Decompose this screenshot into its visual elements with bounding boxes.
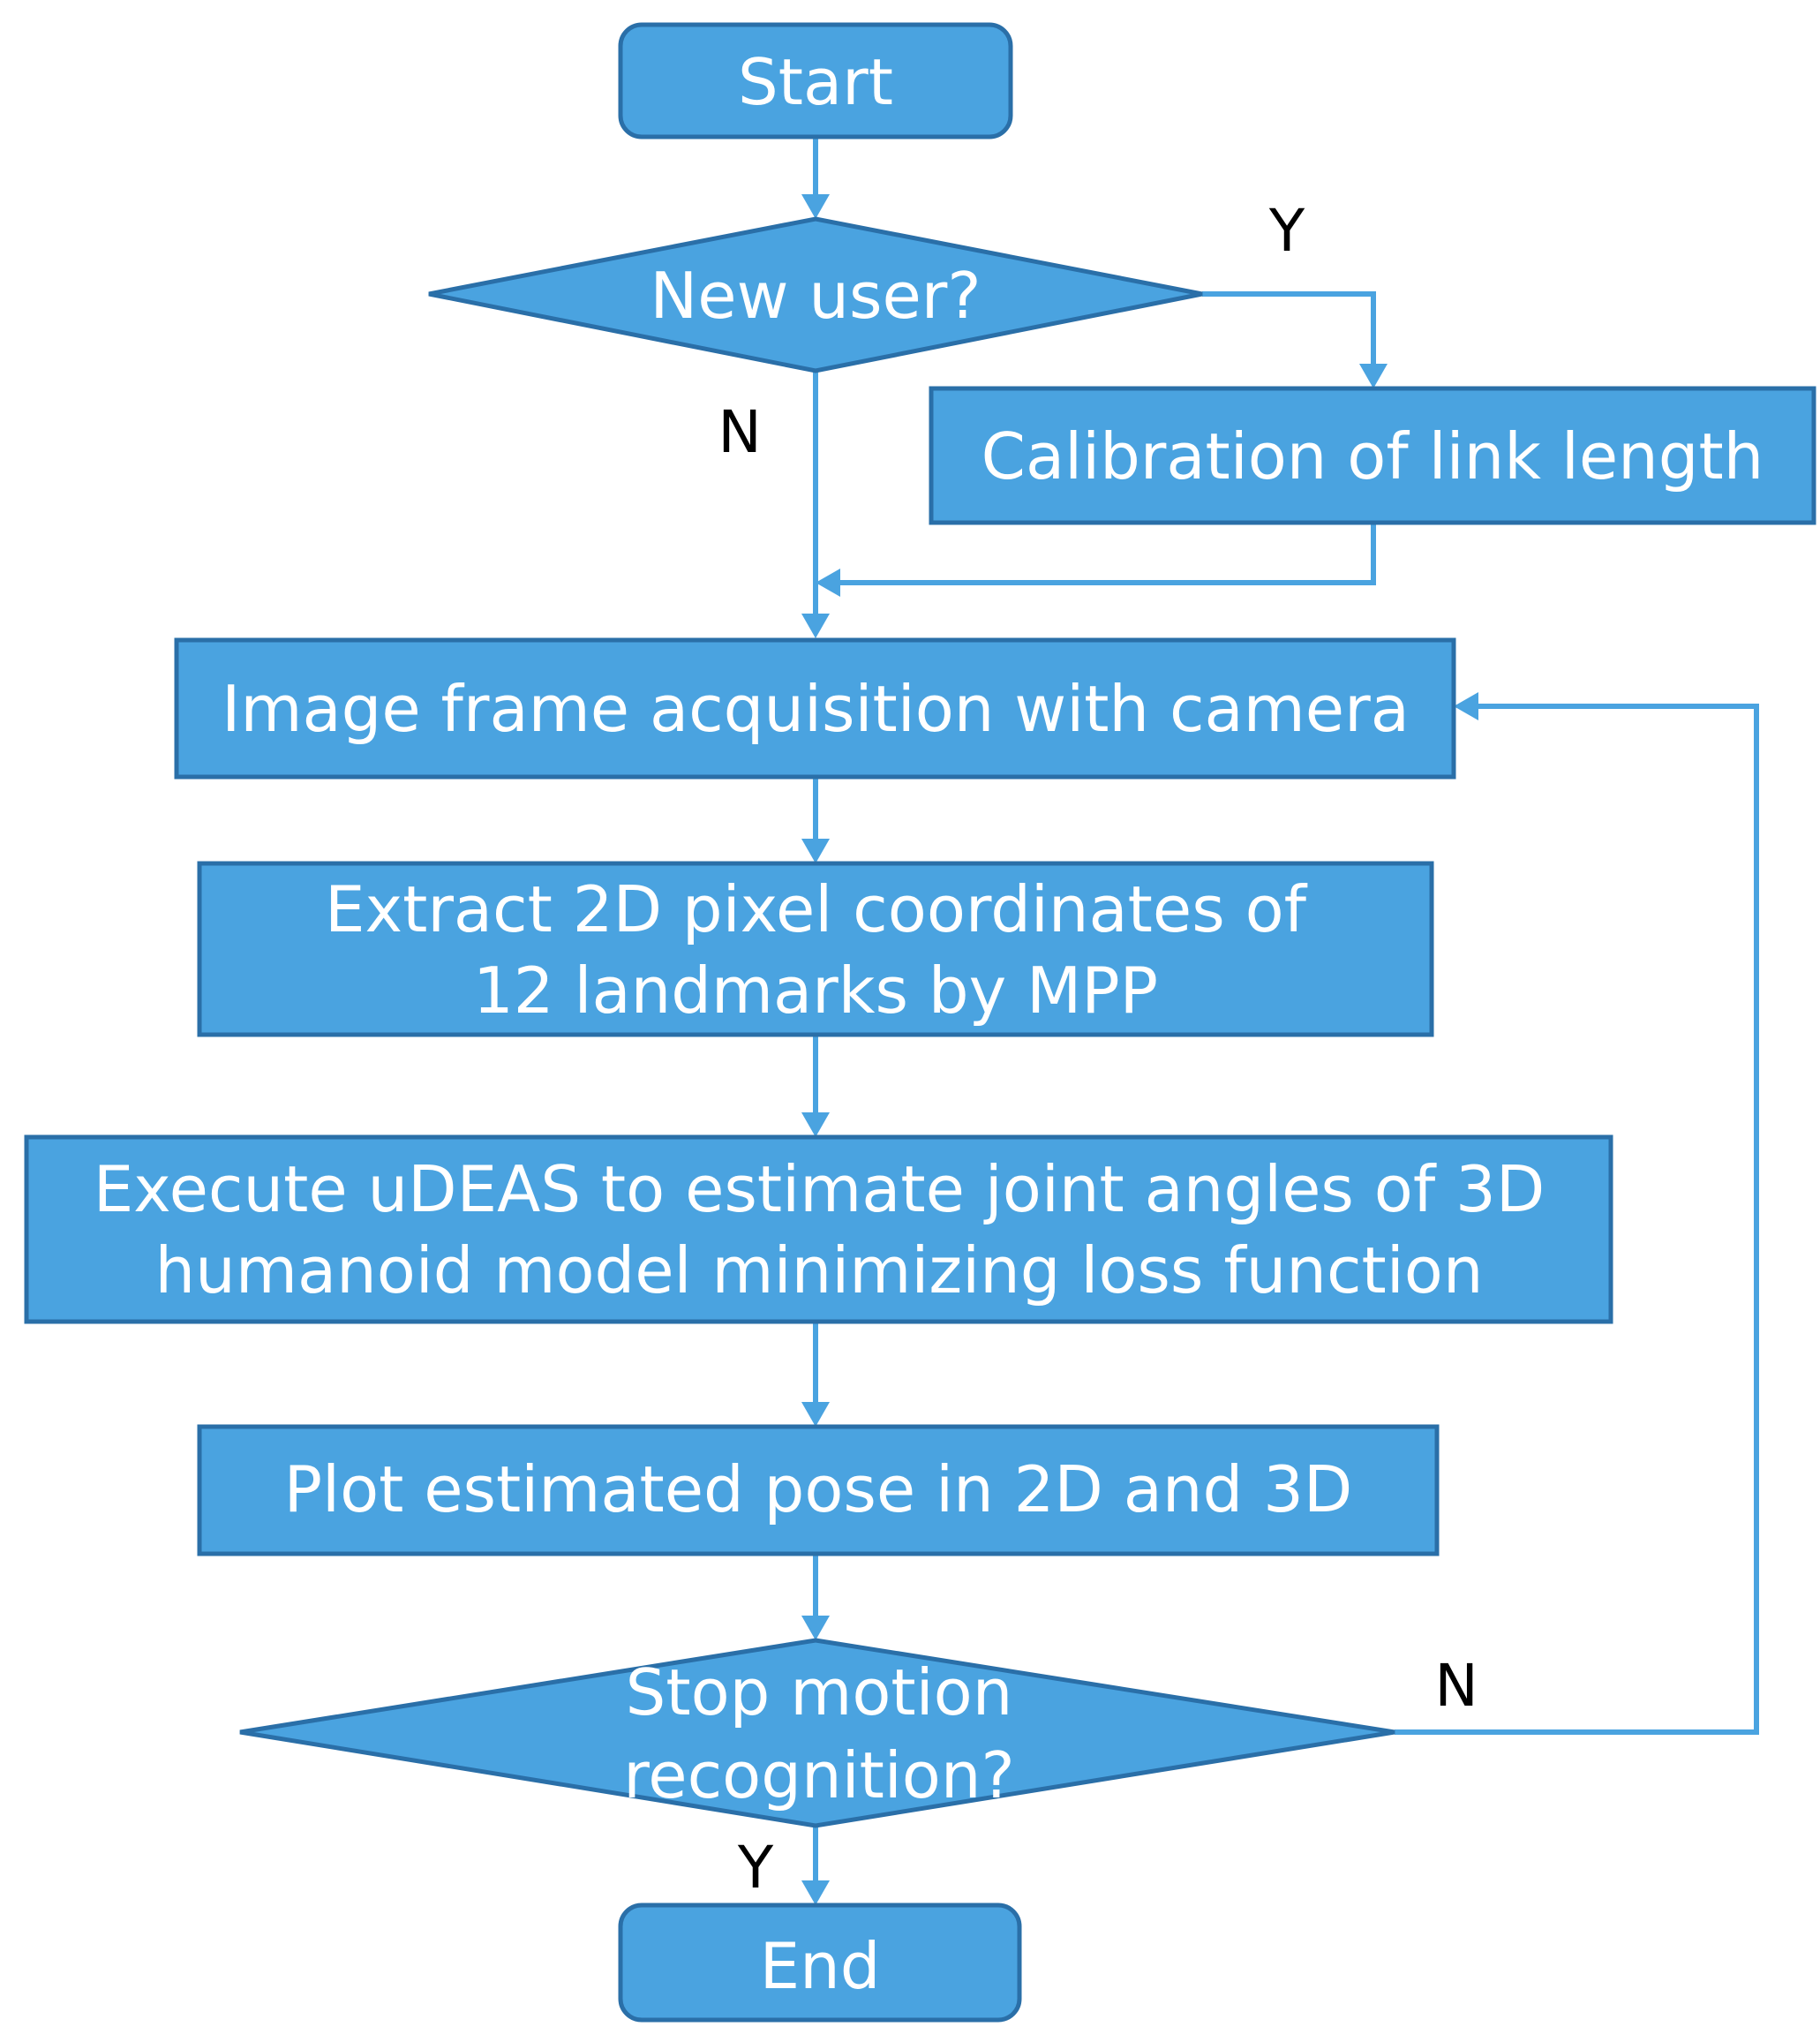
stop-label-line-1: Stop motion bbox=[626, 1655, 1013, 1729]
arrowhead bbox=[801, 839, 830, 863]
arrowhead bbox=[801, 1112, 830, 1137]
arrowhead bbox=[816, 569, 840, 597]
arrowhead bbox=[801, 194, 830, 219]
start-node bbox=[618, 22, 1013, 139]
stop-yes-label: Y bbox=[737, 1834, 774, 1902]
arrowhead bbox=[801, 1402, 830, 1427]
start-label: Start bbox=[738, 45, 893, 119]
extract-node bbox=[197, 861, 1434, 1037]
stop-decision bbox=[239, 1638, 1395, 1828]
plot-label: Plot estimated pose in 2D and 3D bbox=[284, 1452, 1353, 1526]
edge-new-user-yes-to-calibration bbox=[1202, 291, 1376, 364]
extract-label-line-2: 12 landmarks by MPP bbox=[473, 953, 1158, 1028]
extract-label-line-1: Extract 2D pixel coordinates of bbox=[325, 872, 1308, 946]
stop-no-label: N bbox=[1434, 1652, 1478, 1720]
calibration-node bbox=[929, 386, 1816, 525]
edge-calibration-to-merge bbox=[840, 523, 1376, 585]
arrowhead bbox=[801, 1880, 830, 1905]
edge-stop-no-loop bbox=[1395, 704, 1759, 1735]
new-user-decision bbox=[428, 216, 1203, 373]
arrowhead bbox=[1454, 692, 1478, 720]
execute-label-line-1: Execute uDEAS to estimate joint angles o… bbox=[94, 1152, 1545, 1226]
new-user-no-label: N bbox=[718, 398, 761, 466]
nodes bbox=[24, 22, 1816, 2023]
arrowhead bbox=[801, 1616, 830, 1640]
plot-node bbox=[197, 1424, 1440, 1556]
arrowhead bbox=[1359, 364, 1388, 388]
new-user-label: New user? bbox=[650, 259, 981, 333]
new-user-yes-label: Y bbox=[1268, 197, 1305, 265]
execute-label-line-2: humanoid model minimizing loss function bbox=[155, 1233, 1484, 1307]
execute-node bbox=[24, 1134, 1613, 1324]
edges bbox=[801, 137, 1759, 1905]
image-frame-node bbox=[174, 637, 1456, 780]
end-label: End bbox=[760, 1929, 881, 2003]
end-node bbox=[618, 1903, 1022, 2023]
arrowhead bbox=[801, 614, 830, 638]
image-frame-label: Image frame acquisition with camera bbox=[222, 672, 1410, 746]
stop-label-line-2: recognition? bbox=[623, 1738, 1014, 1812]
calibration-label: Calibration of link length bbox=[981, 419, 1764, 494]
